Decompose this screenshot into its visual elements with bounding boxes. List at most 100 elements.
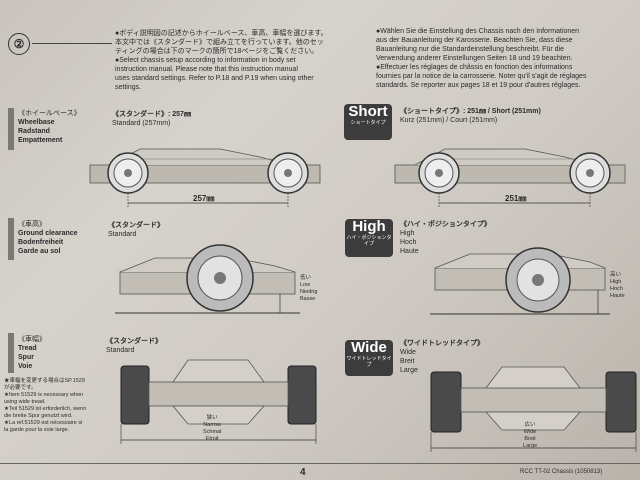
wide-tag: Wide ワイドトレッドタイプ (345, 340, 393, 376)
intro-jp-line: 本文中では《スタンダード》で組み立てを行っています。他のセッ (115, 39, 324, 46)
step-divider (32, 43, 112, 44)
intro-fr-line: ●Effectuer les réglages de châssis en fo… (376, 64, 573, 71)
step-number: ② (8, 33, 30, 55)
tread-narrow-de: Schmal (203, 429, 222, 435)
intro-jp-line: ティングの場合は下のマークの箇所で18ページをご覧ください。 (115, 48, 319, 55)
tread-narrow-fr: Etroit (205, 436, 219, 442)
clearance-low-jp: 低い (300, 275, 312, 281)
intro-de-line: Bauanleitung nur die Standardeinstellung… (376, 46, 564, 53)
clearance-label-jp: 《車高》 (18, 221, 46, 228)
tread-wide-right-en: Wide (523, 429, 537, 435)
short-tag-text: Short (348, 103, 388, 120)
tread-wide-de: Breit (400, 358, 415, 365)
tread-wide-caption: 《ワイドトレッドタイプ》 Wide Breit Large (400, 339, 484, 375)
clearance-high-drawing (430, 247, 610, 315)
clearance-low-de: Niedrig (300, 289, 318, 295)
tread-label-en: Tread (18, 345, 37, 352)
wheelbase-label-en: Wheelbase (18, 119, 55, 126)
tread-wide-right-text: 広い Wide Breit Large (523, 422, 537, 450)
intro-fr-line: standards. Se reporter aux pages 18 et 1… (376, 82, 581, 89)
wheelbase-short-caption: 《ショートタイプ》: 251㎜ / Short (251mm) Kurz (25… (400, 107, 541, 125)
intro-de-fr: ●Wählen Sie die Einstellung des Chassis … (376, 27, 638, 90)
clearance-standard-title: 《スタンダード》 (108, 222, 164, 229)
wheelbase-standard-title: 《スタンダード》: 257㎜ (112, 111, 191, 118)
tread-standard-sub: Standard (106, 347, 135, 354)
tread-section-bar (8, 333, 14, 373)
intro-jp-en: ●ボディ説明図の記述からホイールベース、車高、車幅を選びます。 本文中では《スタ… (115, 29, 370, 92)
clearance-high-right-fr: Haute (610, 293, 625, 299)
intro-en-line: uses standard settings. Refer to P.18 an… (115, 75, 314, 82)
tread-note-line: using wide tread. (4, 399, 46, 405)
clearance-standard-caption: 《スタンダード》 Standard (108, 221, 164, 239)
tread-note-line: ★Teil 51529 ist erforderlich, wenn (4, 406, 87, 412)
wide-tag-text: Wide (351, 339, 387, 356)
tread-narrow-text: 狭い Narrow Schmal Etroit (203, 415, 221, 443)
tread-wide-en: Wide (400, 349, 416, 356)
wheelbase-short-sub: Kurz (251mm) / Court (251mm) (400, 117, 498, 124)
clearance-low-text: 低い Low Niedrig Basse (300, 275, 317, 303)
tread-wide-drawing (430, 366, 637, 452)
tread-label-jp: 《車幅》 (18, 336, 46, 343)
wheelbase-label: 《ホイールベース》 Wheelbase Radstand Empattement (18, 109, 81, 145)
clearance-high-caption: 《ハイ・ポジションタイプ》 High Hoch Haute (400, 220, 491, 256)
tread-wide-right-fr: Large (523, 443, 538, 449)
tread-note-line: la garde pour la voie large. (4, 427, 70, 433)
clearance-label-en: Ground clearance (18, 230, 78, 237)
tread-note-line: die breite Spur genutzt wird. (4, 413, 73, 419)
wheelbase-label-de: Radstand (18, 128, 50, 135)
intro-fr-line: fournies par la notice de la carrosserie… (376, 73, 587, 80)
clearance-label-fr: Garde au sol (18, 248, 61, 255)
clearance-high-right-en: High (610, 279, 622, 285)
intro-en-line: ●Select chassis setup according to infor… (115, 57, 296, 64)
footer-rule (0, 463, 640, 464)
intro-de-line: Verwendung anderer Einstellungen Seiten … (376, 55, 573, 62)
clearance-high-en: High (400, 230, 415, 237)
wheelbase-short-title: 《ショートタイプ》: 251㎜ / Short (251mm) (400, 108, 541, 115)
intro-de-line: aus der Bauanleitung der Karosserie. Bea… (376, 37, 573, 44)
tread-note-line: ★車幅を変更する場合はSP.1529 (4, 378, 85, 384)
page-number: 4 (300, 467, 306, 478)
wheelbase-standard-dim: 257㎜ (193, 194, 215, 203)
clearance-standard-drawing (115, 244, 300, 314)
tread-note-line: ★La ref.51529 est nécessaire si (4, 420, 83, 426)
tread-wide-fr: Large (400, 367, 418, 374)
high-tag-text: High (352, 218, 386, 235)
tread-note-line: ★Item 51529 is necessary when (4, 392, 84, 398)
clearance-high-right-text: 高い High Hoch Haute (610, 272, 625, 300)
tread-note-line: が必要です。 (4, 385, 37, 391)
clearance-high-fr: Haute (400, 248, 419, 255)
wheelbase-standard-caption: 《スタンダード》: 257㎜ Standard (257mm) (112, 110, 191, 128)
clearance-high-title: 《ハイ・ポジションタイプ》 (400, 221, 491, 228)
high-tag-jp: ハイ・ポジションタイプ (346, 235, 392, 247)
model-name: RCC TT-02 Chassis (1050813) (520, 469, 603, 475)
tread-note: ★車幅を変更する場合はSP.1529 が必要です。 ★Item 51529 is… (4, 378, 116, 434)
tread-label-fr: Voie (18, 363, 33, 370)
tread-wide-title: 《ワイドトレッドタイプ》 (400, 340, 484, 347)
short-tag-jp: ショートタイプ (350, 120, 386, 126)
clearance-low-en: Low (300, 282, 311, 288)
intro-jp-line: ●ボディ説明図の記述からホイールベース、車高、車幅を選びます。 (115, 30, 328, 37)
clearance-standard-sub: Standard (108, 231, 137, 238)
intro-en-line: instruction manual. Please note that thi… (115, 66, 298, 73)
tread-standard-drawing (120, 359, 317, 444)
intro-en-line: settings. (115, 84, 142, 91)
tread-label-de: Spur (18, 354, 34, 361)
tread-wide-jp: 広い (524, 422, 536, 428)
tread-standard-caption: 《スタンダード》 Standard (106, 337, 162, 355)
intro-de-line: ●Wählen Sie die Einstellung des Chassis … (376, 28, 580, 35)
tread-narrow-jp: 狭い (206, 415, 218, 421)
tread-label: 《車幅》 Tread Spur Voie (18, 335, 46, 371)
wheelbase-short-dim: 251㎜ (505, 194, 527, 203)
wheelbase-standard-drawing (89, 148, 321, 207)
wide-tag-jp: ワイドトレッドタイプ (346, 356, 392, 368)
clearance-high-de: Hoch (400, 239, 417, 246)
clearance-section-bar (8, 218, 14, 260)
clearance-label-de: Bodenfreiheit (18, 239, 64, 246)
short-tag: Short ショートタイプ (344, 104, 392, 140)
wheelbase-section-bar (8, 108, 14, 150)
clearance-label: 《車高》 Ground clearance Bodenfreiheit Gard… (18, 220, 78, 256)
tread-narrow-en: Narrow (203, 422, 222, 428)
clearance-low-fr: Basse (300, 296, 316, 302)
wheelbase-label-jp: 《ホイールベース》 (18, 110, 81, 117)
high-tag: High ハイ・ポジションタイプ (345, 219, 393, 257)
